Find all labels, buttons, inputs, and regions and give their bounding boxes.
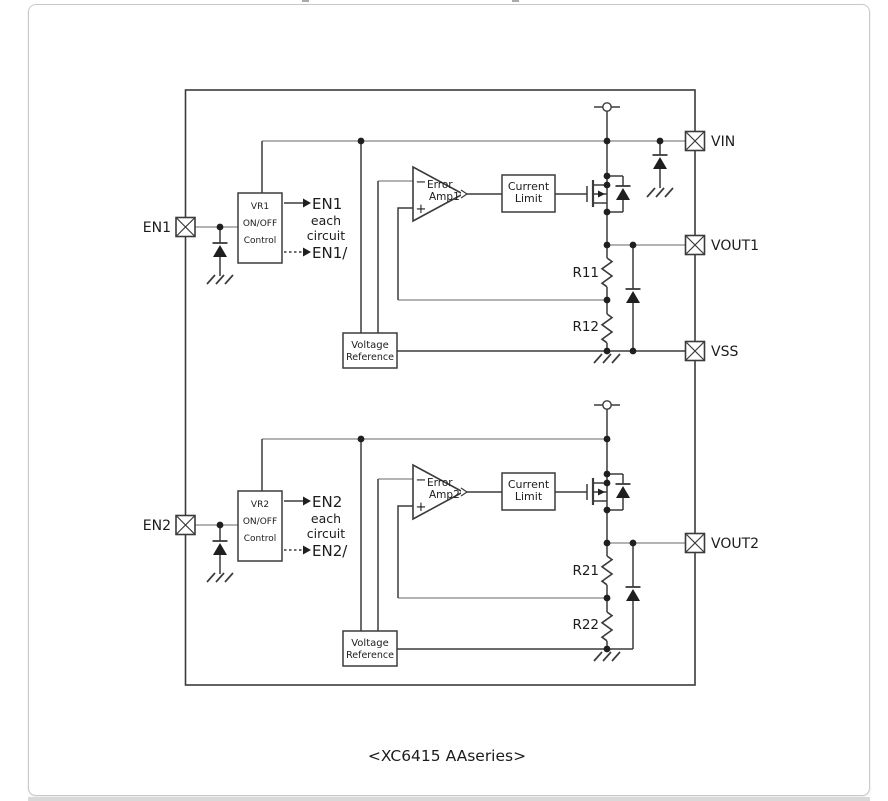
reference-label: Reference — [346, 352, 394, 363]
current-label: Current — [508, 478, 550, 491]
current-limit-2-box — [501, 472, 556, 511]
channel-2: VR2 ON/OFF Control EN2 each circuit EN2/… — [194, 400, 686, 667]
resistor-r12 — [601, 313, 613, 344]
voltage-label: Voltage — [351, 340, 389, 351]
resistor-r21-label: R21 — [572, 563, 599, 579]
arrowhead — [303, 247, 311, 257]
en2-esd-diode — [211, 540, 229, 556]
pin-vout2: VOUT2 — [684, 532, 759, 554]
resistor-r21 — [601, 555, 613, 586]
bottom-strip — [28, 797, 870, 801]
amp1-label-2: Amp1 — [429, 191, 460, 203]
each-label: each — [311, 213, 341, 228]
vr1-control-box — [237, 192, 283, 264]
pin-label-en2: EN2 — [143, 518, 171, 534]
limit-label: Limit — [515, 192, 543, 205]
circuit-label: circuit — [307, 228, 345, 243]
plus-input: + — [416, 500, 427, 515]
en2-bar-out-label: EN2/ — [312, 542, 348, 560]
pin-label-en1: EN1 — [143, 220, 171, 236]
minus-input: − — [416, 473, 427, 488]
limit-label: Limit — [515, 490, 543, 503]
pmos-body-arrow — [598, 190, 605, 198]
vout2-esd-diode — [624, 586, 642, 602]
pin-label-vss: VSS — [711, 344, 738, 360]
reference-label: Reference — [346, 650, 394, 661]
amp-output-chevron — [460, 189, 469, 199]
ground-symbol — [646, 187, 674, 198]
vr2-onoff-label: ON/OFF — [243, 517, 277, 527]
supply-terminal-1 — [593, 102, 621, 112]
vr2-label: VR2 — [251, 500, 269, 510]
cropped-text-fragment — [512, 0, 519, 2]
pin-label-vin: VIN — [711, 134, 735, 150]
ground-symbol — [206, 572, 234, 583]
en1-esd-diode — [211, 242, 229, 258]
amp1-label-1: Error — [427, 179, 453, 191]
voltage-reference-1-box — [342, 332, 398, 369]
pmos-body-arrow — [598, 488, 605, 496]
ground-symbol — [206, 274, 234, 285]
en2-out-label: EN2 — [312, 493, 342, 511]
pin-label-vout2: VOUT2 — [711, 536, 759, 552]
pin-vin: VIN — [684, 130, 735, 152]
pin-label-vout1: VOUT1 — [711, 238, 759, 254]
circuit-label: circuit — [307, 526, 345, 541]
resistor-r11-label: R11 — [572, 265, 599, 281]
resistor-r12-label: R12 — [572, 319, 599, 335]
arrowhead — [303, 198, 311, 208]
pin-vout1: VOUT1 — [684, 234, 759, 256]
error-amp-2: − + Error Amp2 — [412, 463, 469, 521]
vin-esd-diode — [651, 154, 669, 170]
body-diode-1 — [614, 185, 632, 201]
current-label: Current — [508, 180, 550, 193]
pin-en1: EN1 — [143, 216, 196, 238]
plus-input: + — [416, 202, 427, 217]
pin-en2: EN2 — [143, 514, 196, 536]
en1-out-label: EN1 — [312, 195, 342, 213]
pin-vss: VSS — [684, 340, 738, 362]
amp-output-chevron — [460, 487, 469, 497]
resistor-r22 — [601, 611, 613, 642]
channel-1: VR1 ON/OFF Control EN1 each circuit EN1/… — [194, 102, 686, 369]
vr1-onoff-label: ON/OFF — [243, 219, 277, 229]
resistor-r22-label: R22 — [572, 617, 599, 633]
figure-card — [28, 4, 870, 796]
current-limit-1-box — [501, 174, 556, 213]
en1-bar-out-label: EN1/ — [312, 244, 348, 262]
pmos-2 — [586, 473, 632, 511]
vr2-control-label: Control — [244, 534, 277, 544]
ground-symbol — [593, 353, 621, 364]
vr1-control-label: Control — [244, 236, 277, 246]
each-label: each — [311, 511, 341, 526]
arrowhead — [303, 545, 311, 555]
minus-input: − — [416, 175, 427, 190]
pins: EN1 EN2 VIN VOUT1 VSS VOUT2 — [143, 130, 759, 554]
error-amp-1: − + Error Amp1 — [412, 165, 469, 223]
vr1-label: VR1 — [251, 202, 269, 212]
pmos-1 — [586, 175, 632, 213]
figure-caption: <XC6415 AAseries> — [368, 747, 526, 765]
voltage-reference-2-box — [342, 630, 398, 667]
body-diode-2 — [614, 483, 632, 499]
voltage-label: Voltage — [351, 638, 389, 649]
ground-symbol — [593, 651, 621, 662]
amp2-label-2: Amp2 — [429, 489, 460, 501]
vout1-esd-diode — [624, 288, 642, 304]
ic-boundary — [184, 89, 696, 686]
supply-terminal-2 — [593, 400, 621, 410]
arrowhead — [303, 496, 311, 506]
amp2-label-1: Error — [427, 477, 453, 489]
cropped-text-fragment — [302, 0, 309, 2]
vr2-control-box — [237, 490, 283, 562]
resistor-r11 — [601, 257, 613, 288]
